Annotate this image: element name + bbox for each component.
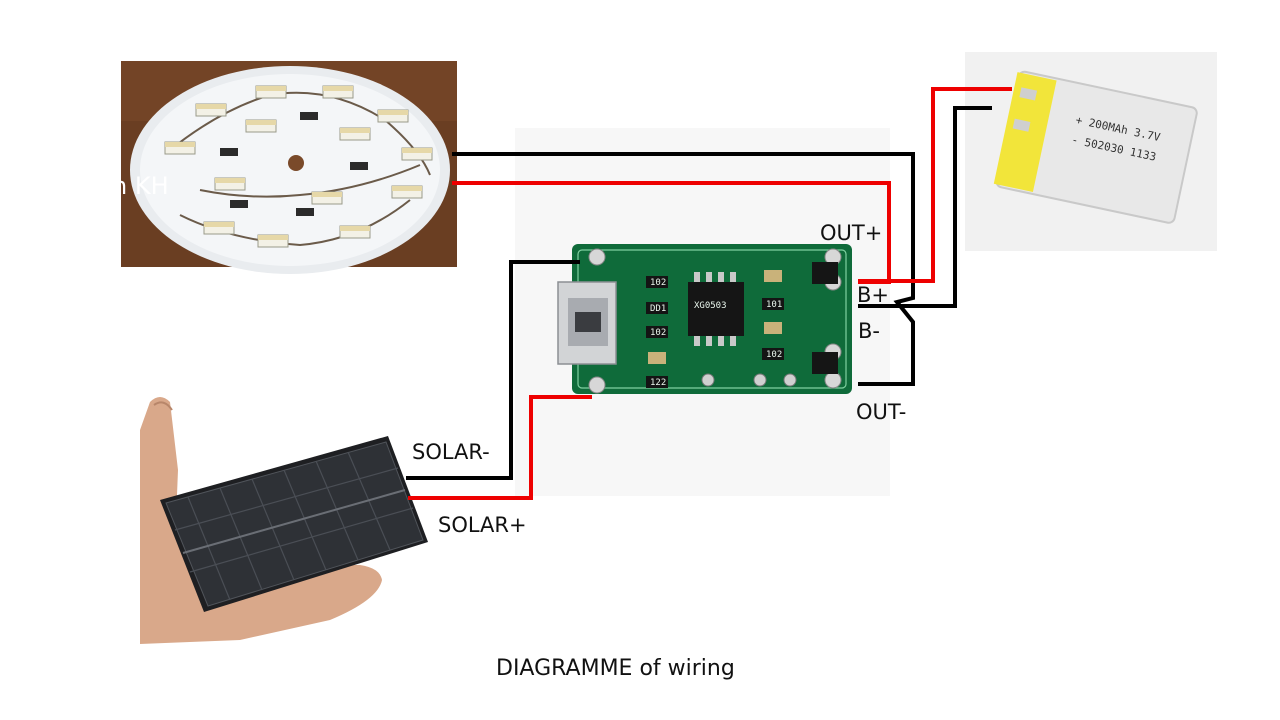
resistor-label: DD1 xyxy=(650,304,666,314)
module-chip-label: XG0503 xyxy=(694,301,727,311)
resistor-label: 102 xyxy=(650,328,666,338)
solar-panel-image xyxy=(140,397,428,644)
resistor-label: 101 xyxy=(766,300,782,310)
label-b-minus: B- xyxy=(858,319,880,343)
resistor-label: 122 xyxy=(650,378,666,388)
battery-image: + 200MAh 3.7V - 502030 1133 xyxy=(965,52,1217,251)
resistor-label: 102 xyxy=(650,278,666,288)
label-out-minus: OUT- xyxy=(856,400,906,424)
label-solar-minus: SOLAR- xyxy=(412,440,490,464)
wire-battery-positive xyxy=(858,87,1012,283)
wire-solar-positive xyxy=(408,395,592,500)
wire-solar-negative xyxy=(406,260,580,480)
label-solar-plus: SOLAR+ xyxy=(438,513,527,537)
led-board-overlay-text: n KH xyxy=(112,172,169,200)
resistor-label: 102 xyxy=(766,350,782,360)
charge-module-image: XG0503 102 DD1 102 122 101 102 xyxy=(515,128,890,496)
label-b-plus: B+ xyxy=(857,283,889,307)
wires xyxy=(406,87,1012,500)
label-out-plus: OUT+ xyxy=(820,221,882,245)
wire-battery-negative xyxy=(858,106,992,308)
wire-led-negative xyxy=(452,152,915,386)
led-board-image: n KH xyxy=(112,61,457,274)
diagram-caption: DIAGRAMME of wiring xyxy=(496,656,735,681)
